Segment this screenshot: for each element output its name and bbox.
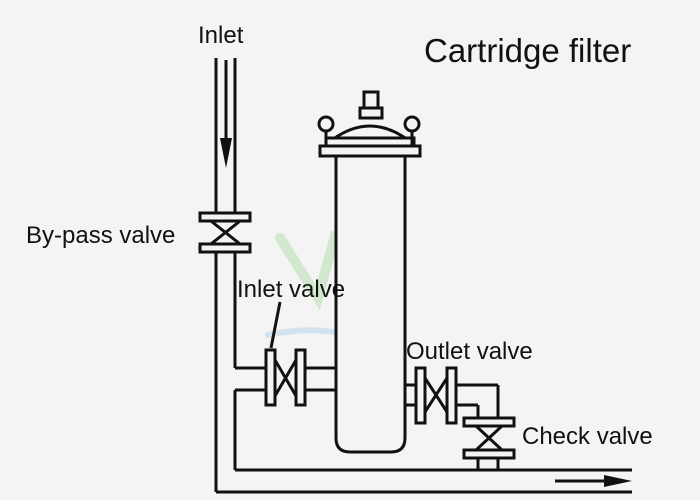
- inlet-flow-arrow: [220, 60, 232, 168]
- outlet-valve-label: Outlet valve: [406, 338, 533, 365]
- outlet-pipe: [216, 468, 632, 494]
- inlet-valve-label: Inlet valve: [237, 276, 346, 303]
- outlet-branch-pipe: [405, 383, 500, 418]
- check-valve-label: Check valve: [522, 423, 653, 450]
- bypass-valve-label: By-pass valve: [26, 222, 176, 249]
- inlet-label: Inlet: [198, 22, 244, 49]
- outlet-flow-arrow: [555, 475, 632, 487]
- bypass-valve: [198, 211, 252, 254]
- inlet-valve: [264, 348, 307, 407]
- outlet-valve: [414, 366, 458, 425]
- inlet-valve-leader: [269, 301, 282, 349]
- filter-housing: [317, 90, 422, 454]
- diagram-title: Cartridge filter: [424, 32, 632, 69]
- bypass-pipe: [214, 58, 237, 492]
- check-valve: [462, 416, 516, 470]
